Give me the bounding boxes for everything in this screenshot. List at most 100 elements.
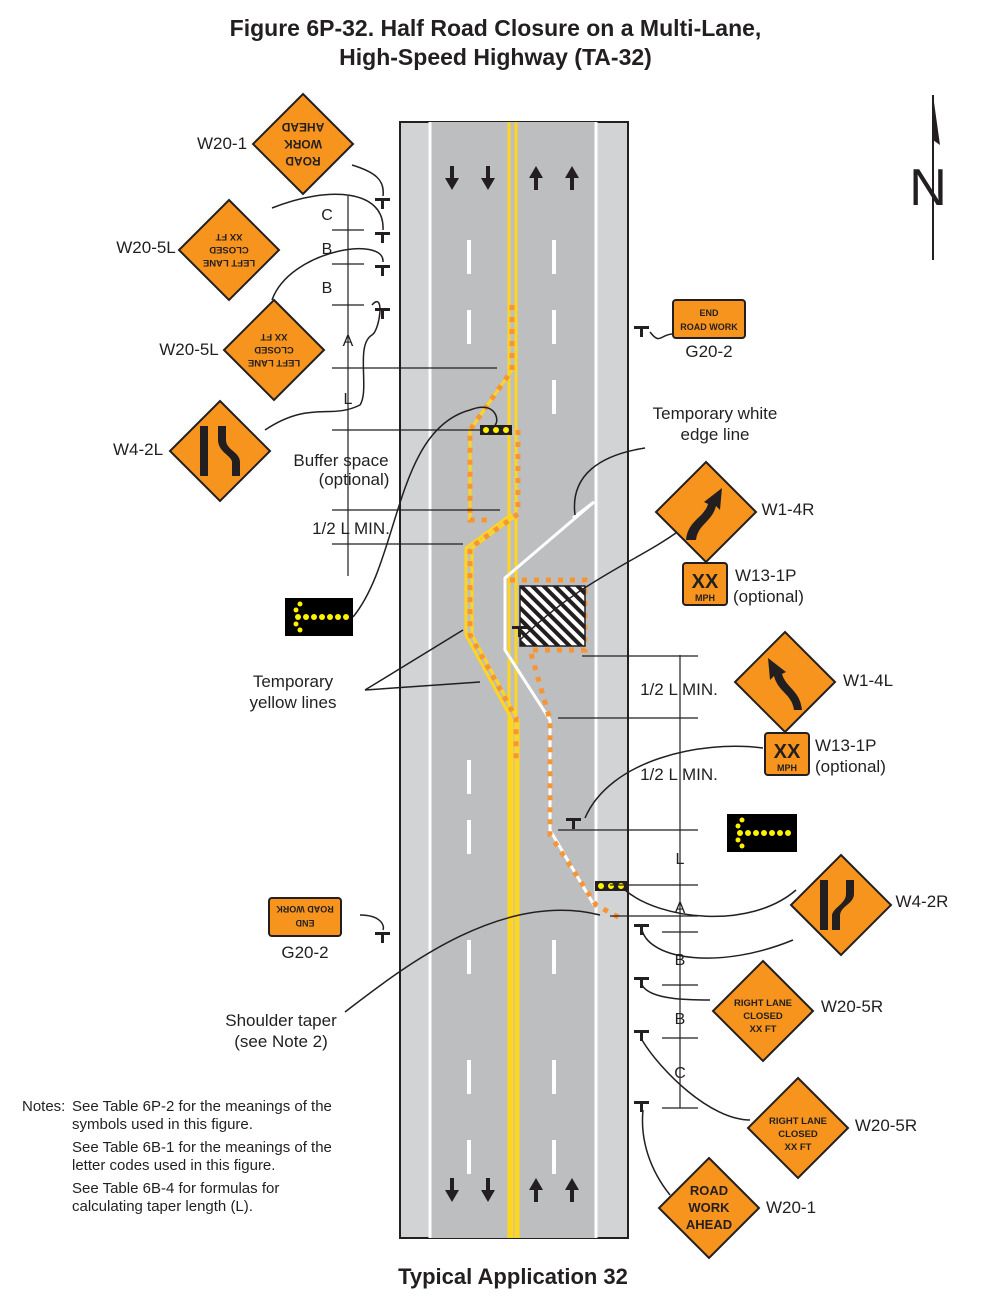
svg-text:XX FT: XX FT: [750, 1024, 777, 1035]
dim-b2-right: B: [675, 1011, 686, 1028]
lane-lines: [467, 240, 556, 1174]
lane-ends-bar-icon: [200, 426, 208, 476]
dim-half-l-left: 1/2 L MIN.: [312, 519, 390, 538]
sign-w4-2l: W4-2L: [113, 399, 272, 503]
dim-buffer-line-1: Buffer space: [293, 451, 388, 470]
sign-w20-5l-b: LEFT LANE CLOSED XX FT W20-5L: [159, 298, 326, 402]
arrow-panel-left: [285, 598, 353, 636]
label-w20-5l-b: W20-5L: [159, 340, 219, 359]
label-g20-2-top: G20-2: [685, 342, 732, 361]
leader-lines: [264, 164, 797, 1196]
svg-text:MPH: MPH: [777, 763, 797, 773]
svg-text:XX: XX: [774, 741, 801, 763]
dimension-labels-left: C B B A L Buffer space (optional) 1/2 L …: [293, 207, 389, 538]
label-w13-1p-a-optional: (optional): [733, 587, 804, 606]
lane-merge-right-icon: [832, 880, 854, 930]
sign-w4-2r: W4-2R: [789, 853, 949, 957]
svg-text:CLOSED: CLOSED: [209, 244, 249, 255]
label-w20-1-top: W20-1: [197, 134, 247, 153]
label-w4-2r: W4-2R: [896, 892, 949, 911]
label-w20-5r-b: W20-5R: [855, 1116, 917, 1135]
svg-text:LEFT LANE: LEFT LANE: [203, 257, 255, 268]
dim-b2-left: B: [322, 280, 333, 297]
svg-text:RIGHT LANE: RIGHT LANE: [769, 1116, 827, 1127]
label-w20-1-bottom: W20-1: [766, 1198, 816, 1217]
svg-text:ROAD: ROAD: [690, 1183, 728, 1198]
callout-temp-white-2: edge line: [680, 425, 749, 444]
label-w20-5l-a: W20-5L: [116, 238, 176, 257]
svg-text:AHEAD: AHEAD: [281, 120, 324, 134]
dim-b1-left: B: [322, 241, 333, 258]
dim-c-left: C: [321, 207, 333, 224]
callouts: Temporary white edge line Temporary yell…: [225, 404, 777, 1051]
reverse-curve-right-icon: [686, 488, 722, 540]
dim-a-left: A: [343, 333, 354, 350]
arrow-panel-right: [727, 814, 797, 852]
svg-text:ROAD WORK: ROAD WORK: [276, 904, 334, 914]
sign-w13-1p-b: XX MPH W13-1P (optional): [764, 732, 886, 776]
svg-text:AHEAD: AHEAD: [686, 1217, 732, 1232]
lane-straight-bar-icon: [820, 880, 828, 930]
svg-text:CLOSED: CLOSED: [254, 344, 294, 355]
label-w13-1p-b: W13-1P: [815, 736, 876, 755]
label-g20-2-bottom: G20-2: [281, 943, 328, 962]
svg-text:ROAD: ROAD: [285, 154, 321, 168]
label-w13-1p-b-optional: (optional): [815, 757, 886, 776]
svg-text:XX FT: XX FT: [260, 331, 287, 342]
svg-text:END: END: [699, 308, 719, 318]
figure-title: Figure 6P-32. Half Road Closure on a Mul…: [0, 14, 991, 72]
dimension-lines-left: [332, 196, 500, 576]
note-3: See Table 6B-4 for formulas for calculat…: [72, 1180, 280, 1215]
svg-text:XX FT: XX FT: [215, 231, 242, 242]
title-line-2: High-Speed Highway (TA-32): [339, 44, 652, 70]
temporary-yellow-line-b: [464, 512, 514, 1238]
svg-text:CLOSED: CLOSED: [743, 1011, 783, 1022]
dim-b1-right: B: [675, 952, 686, 969]
sign-g20-2-bottom: END ROAD WORK G20-2: [268, 897, 342, 962]
north-arrow: N: [909, 95, 947, 260]
sign-w13-1p-a: XX MPH W13-1P (optional): [682, 562, 804, 606]
svg-text:ROAD WORK: ROAD WORK: [680, 322, 738, 332]
callout-temp-white-1: Temporary white: [653, 404, 778, 423]
label-w4-2l: W4-2L: [113, 440, 163, 459]
label-w13-1p-a: W13-1P: [735, 566, 796, 585]
work-space: [519, 585, 586, 647]
typical-application-label: Typical Application 32: [398, 1264, 628, 1289]
reverse-curve-left-icon: [768, 658, 802, 710]
label-w1-4l: W1-4L: [843, 671, 893, 690]
arrow-board-lights: [480, 425, 627, 891]
dim-half-l-right-2: 1/2 L MIN.: [640, 765, 718, 784]
note-1: See Table 6P-2 for the meanings of the s…: [72, 1098, 332, 1133]
north-label: N: [909, 159, 947, 217]
dim-half-l-right-1: 1/2 L MIN.: [640, 680, 718, 699]
direction-arrows: [445, 166, 579, 1202]
svg-text:END: END: [295, 918, 315, 928]
sign-w20-1-bottom: ROAD WORK AHEAD W20-1: [657, 1156, 816, 1260]
dim-buffer-line-2: (optional): [319, 470, 390, 489]
dim-l-left: L: [344, 391, 353, 408]
sign-g20-2-top: END ROAD WORK G20-2: [672, 299, 746, 361]
callout-temp-yellow-1: Temporary: [253, 672, 334, 691]
svg-text:MPH: MPH: [695, 593, 715, 603]
dim-a-right: A: [675, 900, 686, 917]
lane-merge-icon: [218, 426, 240, 476]
note-2: See Table 6B-1 for the meanings of the l…: [72, 1139, 332, 1174]
sign-w20-5l-a: LEFT LANE CLOSED XX FT W20-5L: [116, 198, 281, 302]
sign-w1-4r: W1-4R: [654, 460, 815, 564]
svg-text:XX FT: XX FT: [785, 1142, 812, 1153]
svg-text:WORK: WORK: [284, 137, 322, 151]
dim-c-right: C: [674, 1065, 686, 1082]
svg-text:RIGHT LANE: RIGHT LANE: [734, 998, 792, 1009]
label-w1-4r: W1-4R: [762, 500, 815, 519]
label-w20-5r-a: W20-5R: [821, 997, 883, 1016]
svg-text:CLOSED: CLOSED: [778, 1129, 818, 1140]
sign-w20-5r-a: RIGHT LANE CLOSED XX FT W20-5R: [711, 959, 883, 1063]
callout-shoulder-taper-2: (see Note 2): [234, 1032, 328, 1051]
notes: Notes: See Table 6P-2 for the meanings o…: [22, 1098, 352, 1221]
dimension-labels-right: 1/2 L MIN. 1/2 L MIN. L A B B C: [640, 680, 718, 1082]
svg-text:XX: XX: [692, 571, 719, 593]
sign-post-markers: [375, 198, 649, 1112]
svg-text:LEFT LANE: LEFT LANE: [248, 357, 300, 368]
sign-w20-1-top: ROAD WORK AHEAD W20-1: [197, 92, 355, 196]
